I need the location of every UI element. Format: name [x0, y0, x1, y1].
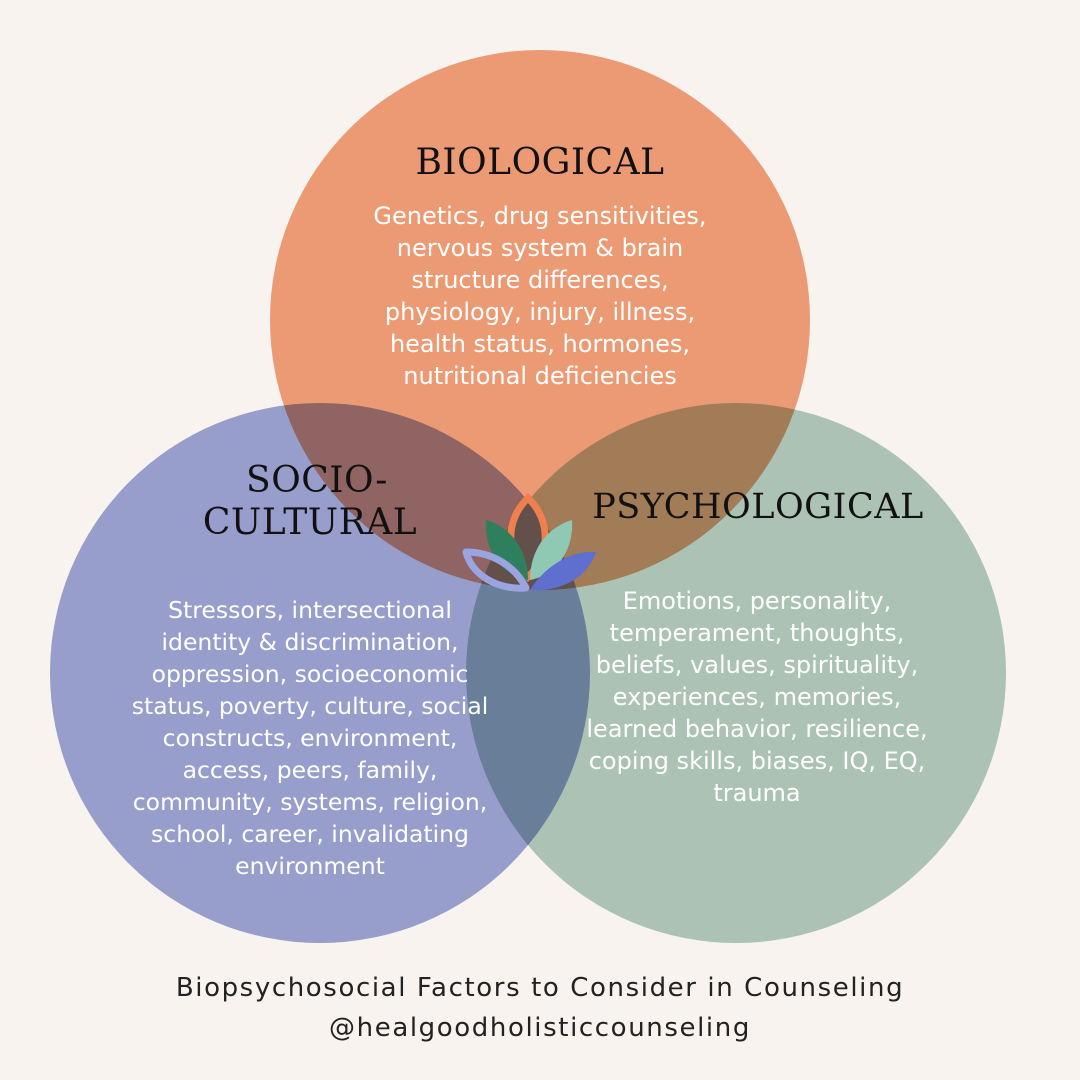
instagram-handle: @healgoodholisticcounseling [329, 1013, 751, 1043]
psychological-factor-line: temperament, thoughts, [609, 619, 905, 647]
psychological-factors: Emotions, personality, temperament, thou… [537, 585, 977, 809]
psychological-factor-line: learned behavior, resilience, [586, 715, 928, 743]
socio-cultural-factor-line: status, poverty, culture, social [131, 692, 489, 720]
psychological-factor-line: trauma [713, 779, 801, 807]
socio-cultural-factor-line: Stressors, intersectional [168, 596, 452, 624]
socio-cultural-circle [50, 403, 590, 943]
biological-factor-line: structure differences, [411, 266, 669, 294]
psychological-circle [466, 403, 1006, 943]
psychological-factor-line: beliefs, values, spirituality, [595, 651, 919, 679]
biological-factors: Genetics, drug sensitivities, nervous sy… [300, 200, 780, 392]
lotus-petal-center [507, 493, 549, 582]
biological-title: BIOLOGICAL [415, 142, 665, 183]
biological-factor-line: health status, hormones, [389, 330, 691, 358]
socio-cultural-factor-line: environment [235, 852, 385, 880]
biological-factor-line: physiology, injury, illness, [384, 298, 696, 326]
psychological-factor-line: Emotions, personality, [622, 587, 892, 615]
biological-factor-line: nervous system & brain [396, 234, 684, 262]
socio-cultural-factors: Stressors, intersectional identity & dis… [90, 594, 530, 882]
socio-cultural-title-line: CULTURAL [202, 502, 418, 543]
psychological-factor-line: coping skills, biases, IQ, EQ, [588, 747, 926, 775]
lotus-petal-outer-left [462, 548, 530, 592]
socio-cultural-factor-line: access, peers, family, [182, 756, 438, 784]
socio-cultural-title-line: SOCIO- [246, 460, 388, 501]
psychological-factor-line: experiences, memories, [612, 683, 902, 711]
socio-cultural-factor-line: identity & discrimination, [161, 628, 459, 656]
lotus-petal-inner-left [485, 520, 528, 580]
lotus-petal-inner-right [530, 520, 573, 580]
socio-cultural-factor-line: school, career, invalidating [151, 820, 469, 848]
lotus-petal-outer-right [530, 551, 596, 591]
psychological-title: PSYCHOLOGICAL [592, 487, 924, 527]
socio-cultural-factor-line: community, systems, religion, [132, 788, 488, 816]
socio-cultural-factor-line: constructs, environment, [162, 724, 458, 752]
diagram-caption: Biopsychosocial Factors to Consider in C… [175, 973, 905, 1003]
lotus-icon [462, 493, 596, 592]
socio-cultural-title: SOCIO- CULTURAL [160, 460, 460, 544]
socio-cultural-factor-line: oppression, socioeconomic [151, 660, 469, 688]
biological-factor-line: Genetics, drug sensitivities, [373, 202, 707, 230]
biological-factor-line: nutritional deficiencies [403, 362, 677, 390]
